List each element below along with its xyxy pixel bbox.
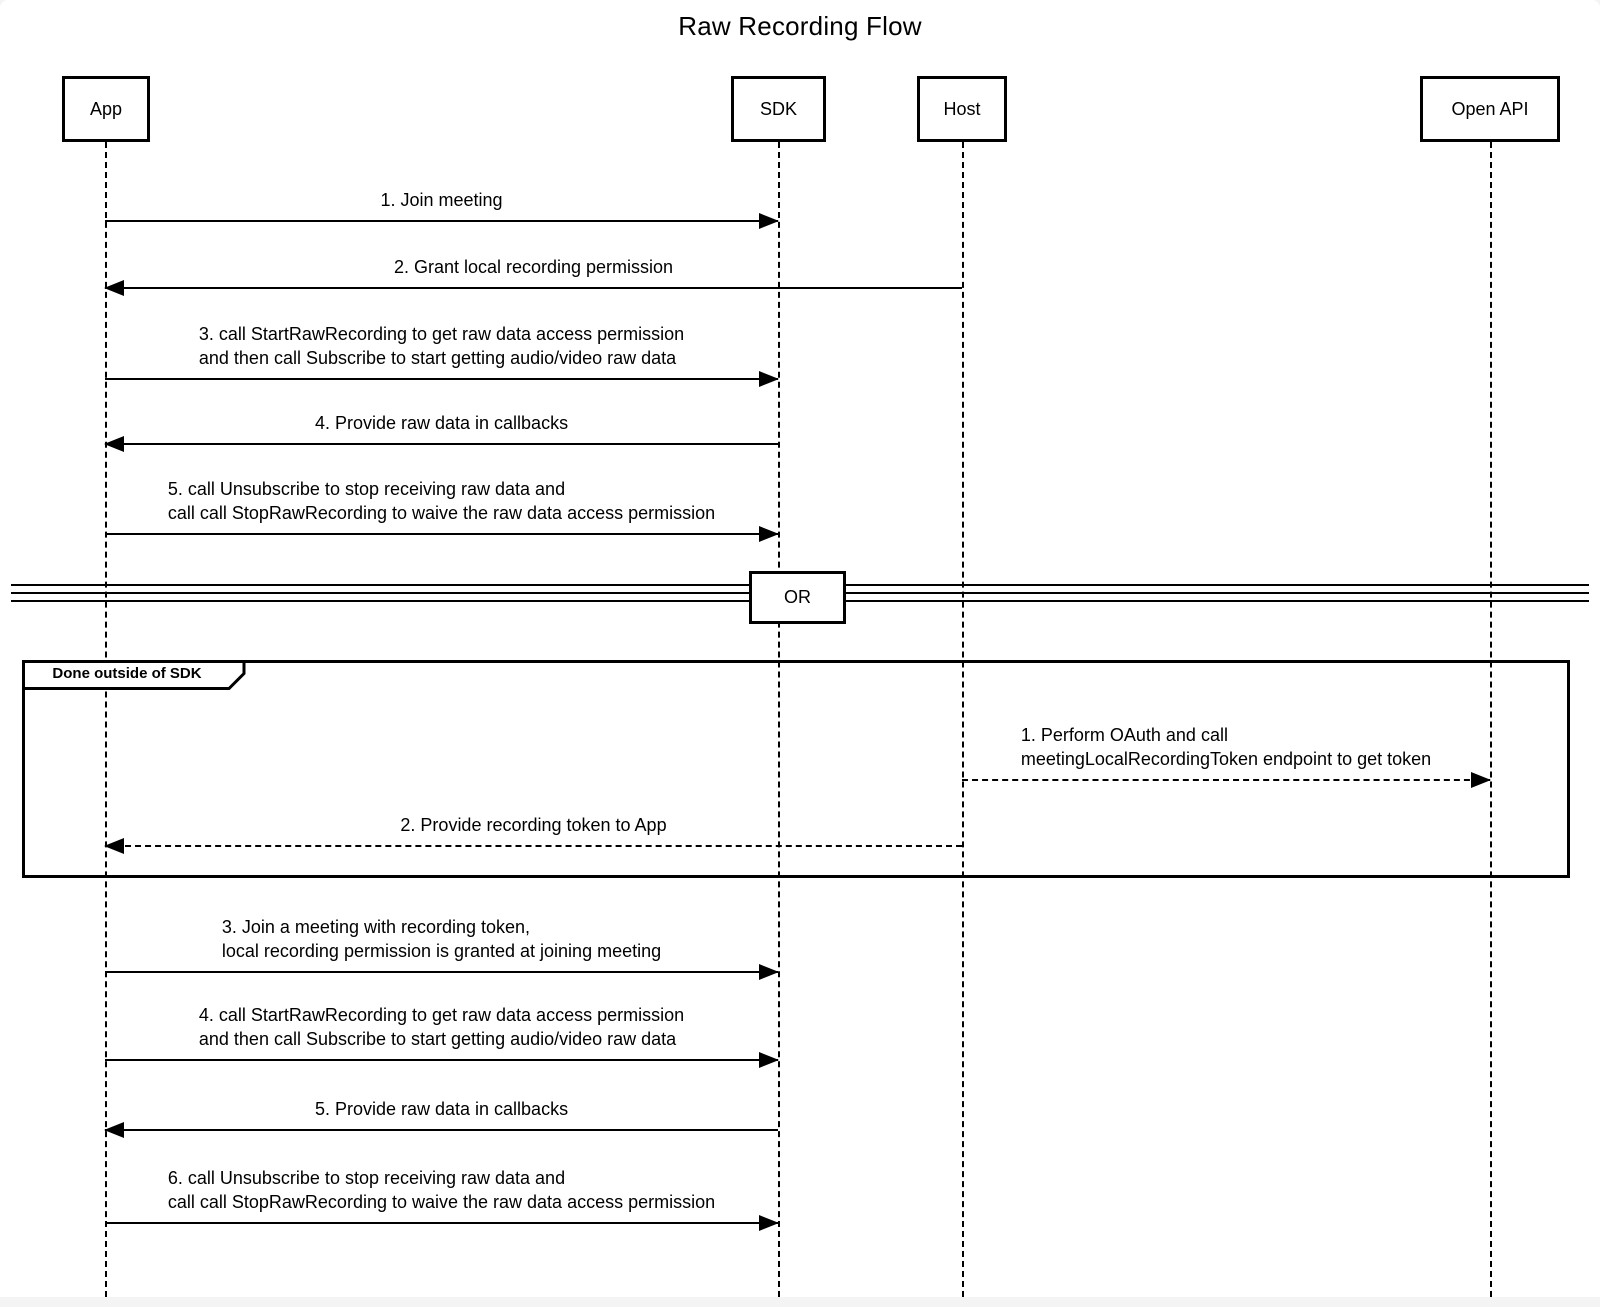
message-line bbox=[105, 1129, 778, 1131]
arrowhead-left-icon bbox=[104, 1122, 124, 1138]
actor-sdk: SDK bbox=[731, 76, 826, 142]
fragment-label-tab: Done outside of SDK bbox=[22, 660, 246, 690]
arrowhead-right-icon bbox=[759, 1052, 779, 1068]
message-grant-permission-label: 2. Grant local recording permission bbox=[393, 257, 674, 277]
message-line bbox=[962, 779, 1490, 781]
actor-app: App bbox=[62, 76, 150, 142]
message-line bbox=[105, 287, 962, 289]
message-provide-raw-data-label: 4. Provide raw data in callbacks bbox=[314, 413, 569, 433]
message-unsubscribe-label: 5. call Unsubscribe to stop receiving ra… bbox=[167, 479, 716, 523]
diagram-title: Raw Recording Flow bbox=[678, 11, 922, 41]
message-join-meeting-label: 1. Join meeting bbox=[380, 190, 503, 210]
window-edge-strip bbox=[0, 1297, 1600, 1307]
actor-open-api: Open API bbox=[1420, 76, 1560, 142]
or-label: OR bbox=[784, 587, 811, 607]
lifeline-sdk bbox=[778, 142, 780, 1297]
arrowhead-right-icon bbox=[759, 213, 779, 229]
actor-sdk-label: SDK bbox=[759, 98, 797, 119]
message-perform-oauth-label: 1. Perform OAuth and call meetingLocalRe… bbox=[1020, 725, 1432, 769]
arrowhead-left-icon bbox=[104, 280, 124, 296]
arrowhead-right-icon bbox=[759, 526, 779, 542]
actor-host-label: Host bbox=[943, 98, 981, 119]
message-line bbox=[105, 1059, 778, 1061]
lifeline-app bbox=[105, 142, 107, 1297]
message-provide-raw-data-2-label: 5. Provide raw data in callbacks bbox=[314, 1099, 569, 1119]
or-label-box: OR bbox=[749, 571, 846, 624]
message-line bbox=[105, 378, 778, 380]
message-line bbox=[105, 1222, 778, 1224]
arrowhead-right-icon bbox=[759, 964, 779, 980]
message-join-with-token-label: 3. Join a meeting with recording token, … bbox=[221, 917, 662, 961]
fragment-frame bbox=[22, 660, 1570, 878]
arrowhead-right-icon bbox=[1471, 772, 1491, 788]
actor-open-api-label: Open API bbox=[1451, 98, 1529, 119]
actor-host: Host bbox=[917, 76, 1007, 142]
message-line bbox=[105, 443, 778, 445]
message-line bbox=[105, 533, 778, 535]
message-line bbox=[105, 845, 962, 847]
message-start-raw-recording-2-label: 4. call StartRawRecording to get raw dat… bbox=[198, 1005, 685, 1049]
message-line bbox=[105, 971, 778, 973]
arrowhead-right-icon bbox=[759, 371, 779, 387]
message-line bbox=[105, 220, 778, 222]
arrowhead-left-icon bbox=[104, 436, 124, 452]
message-start-raw-recording-label: 3. call StartRawRecording to get raw dat… bbox=[198, 324, 685, 368]
message-provide-recording-token-label: 2. Provide recording token to App bbox=[400, 815, 667, 835]
fragment-label: Done outside of SDK bbox=[52, 664, 202, 682]
lifeline-open-api bbox=[1490, 142, 1492, 1297]
lifeline-host bbox=[962, 142, 964, 1297]
arrowhead-left-icon bbox=[104, 838, 124, 854]
fragment-tab-shape-icon bbox=[22, 660, 246, 690]
arrowhead-right-icon bbox=[759, 1215, 779, 1231]
actor-app-label: App bbox=[89, 98, 123, 119]
message-unsubscribe-2-label: 6. call Unsubscribe to stop receiving ra… bbox=[167, 1168, 716, 1212]
